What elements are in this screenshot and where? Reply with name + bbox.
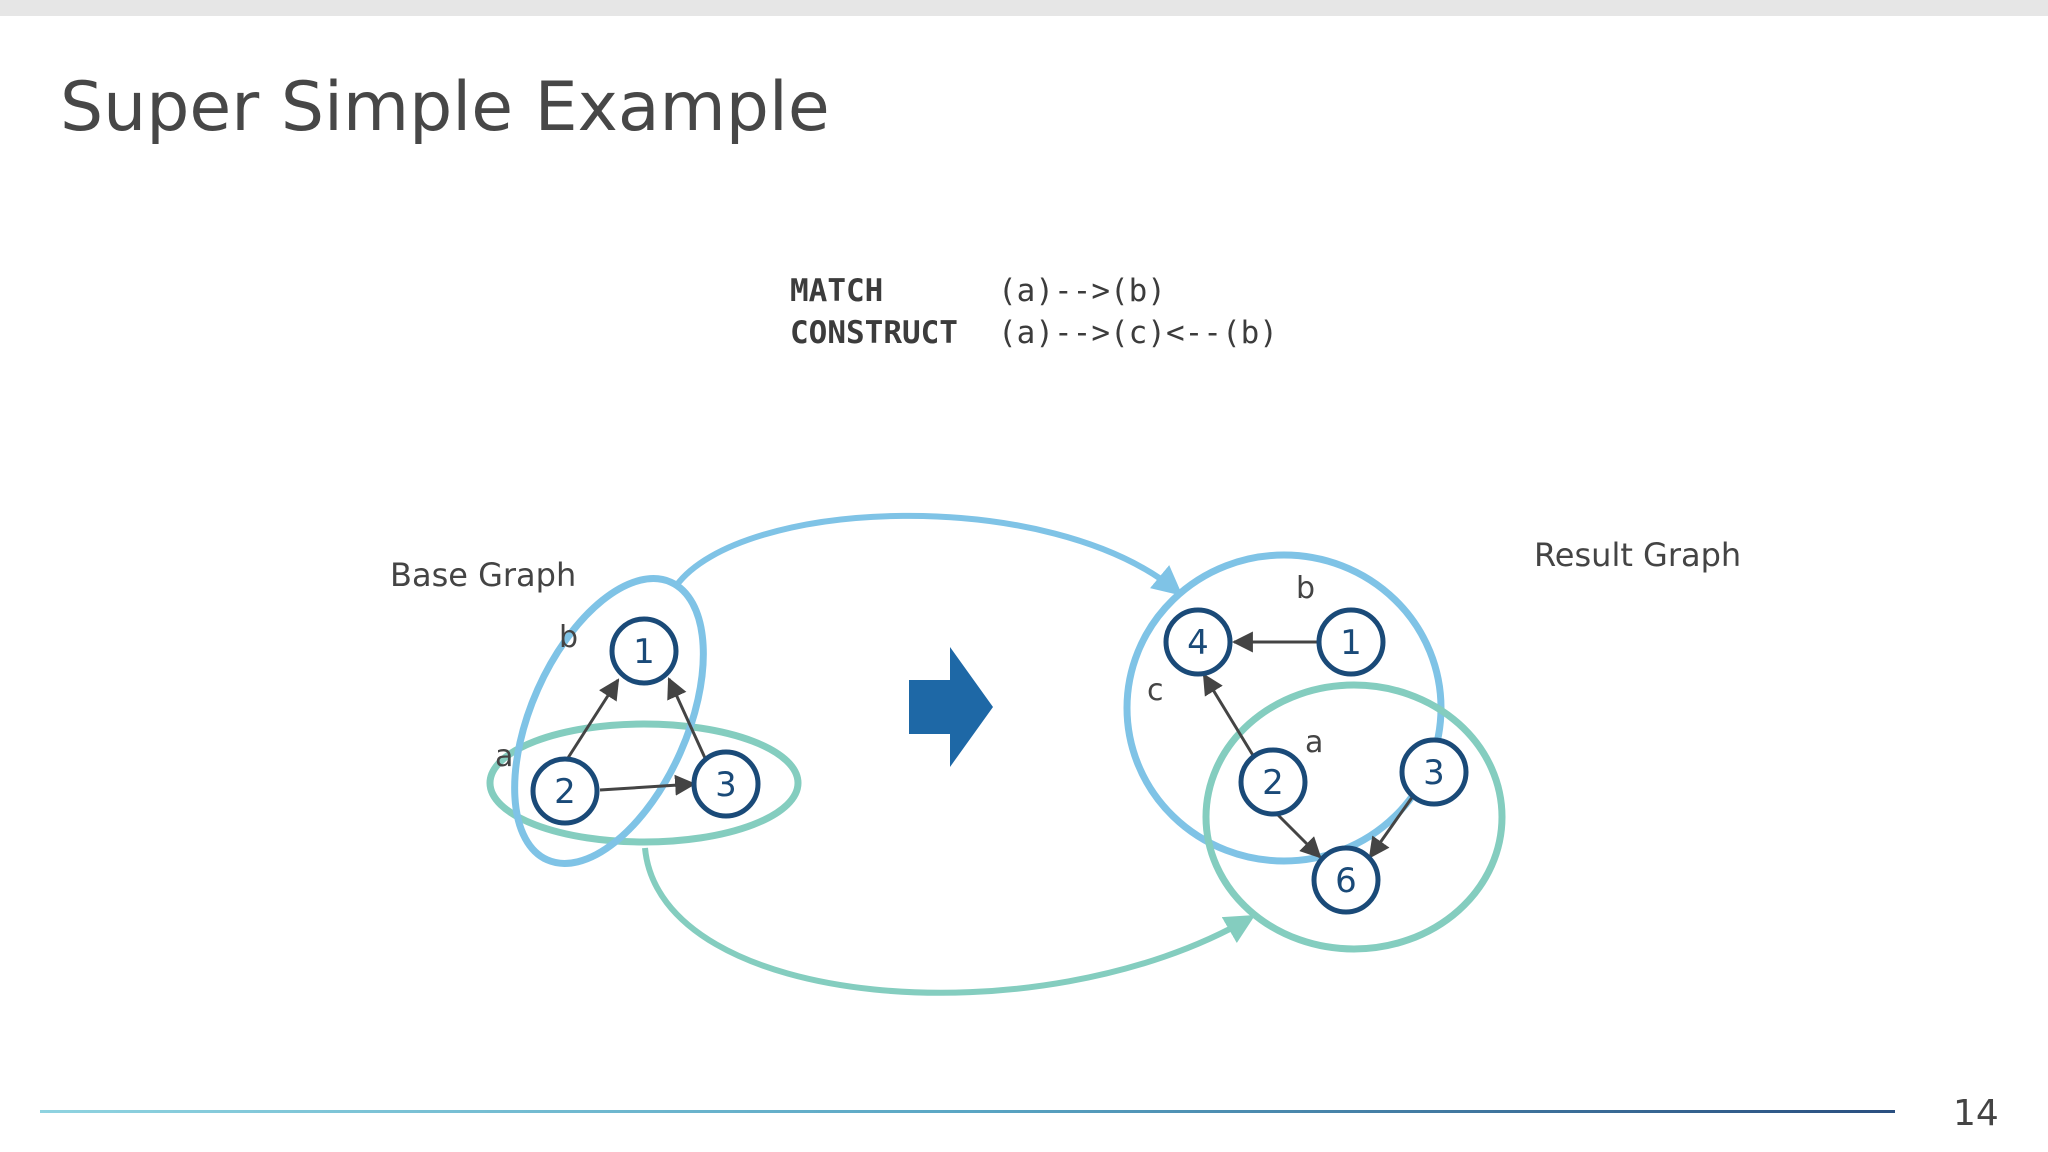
svg-text:3: 3 <box>715 765 737 805</box>
svg-text:2: 2 <box>1262 763 1284 803</box>
base-node-3: 3 <box>691 749 761 819</box>
blue-mapping-curve <box>673 512 1183 596</box>
result-node-6: 6 <box>1311 845 1381 915</box>
result-var-a: a <box>1305 725 1323 760</box>
base-graph-label: Base Graph <box>390 556 576 594</box>
base-node-1: 1 <box>609 616 679 686</box>
base-edge-3-1 <box>667 677 707 759</box>
result-node-3: 3 <box>1399 737 1469 807</box>
base-teal-ring <box>486 720 802 846</box>
base-edge-2-3 <box>599 774 697 796</box>
construct-line: CONSTRUCT (a)-->(c)<--(b) <box>790 312 1278 354</box>
base-var-b: b <box>559 620 578 655</box>
slide-title: Super Simple Example <box>60 68 830 147</box>
result-edge-3-6 <box>1368 795 1415 859</box>
construct-pattern: (a)-->(c)<--(b) <box>998 315 1278 351</box>
result-node-2: 2 <box>1238 747 1308 817</box>
base-node-2: 2 <box>530 756 600 826</box>
footer-divider <box>40 1110 1895 1113</box>
base-edge-2-1 <box>564 678 620 762</box>
svg-text:3: 3 <box>1423 753 1445 793</box>
teal-mapping-curve <box>642 847 1256 996</box>
match-line: MATCH (a)-->(b) <box>790 270 1278 312</box>
base-var-a: a <box>495 739 513 774</box>
result-node-4: 4 <box>1163 607 1233 677</box>
result-blue-ring <box>1123 551 1445 865</box>
match-pattern: (a)-->(b) <box>998 273 1166 309</box>
svg-text:1: 1 <box>633 632 655 672</box>
result-node-1: 1 <box>1316 607 1386 677</box>
svg-text:6: 6 <box>1335 861 1357 901</box>
svg-text:1: 1 <box>1340 623 1362 663</box>
match-keyword: MATCH <box>790 273 884 309</box>
result-var-b: b <box>1296 571 1315 606</box>
svg-text:2: 2 <box>554 772 576 812</box>
result-var-c: c <box>1147 673 1164 708</box>
top-bar <box>0 0 2048 16</box>
result-teal-ring <box>1202 681 1506 953</box>
page-number: 14 <box>1953 1093 1999 1134</box>
svg-text:4: 4 <box>1187 623 1209 663</box>
query-block: MATCH (a)-->(b) CONSTRUCT (a)-->(c)<--(b) <box>790 270 1278 354</box>
result-graph-label: Result Graph <box>1534 536 1741 574</box>
result-edge-2-6 <box>1274 811 1322 859</box>
base-blue-ring <box>511 575 707 867</box>
construct-keyword: CONSTRUCT <box>790 315 958 351</box>
result-edge-2-4 <box>1202 673 1256 758</box>
transform-arrow-icon <box>909 647 993 767</box>
